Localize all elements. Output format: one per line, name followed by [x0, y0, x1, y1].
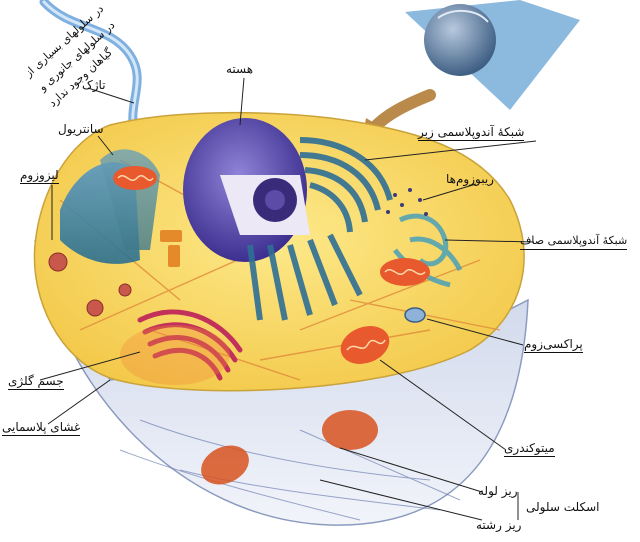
label-golgi: جسم گلژی: [8, 374, 64, 390]
label-microfilament: ریز رشته: [476, 518, 521, 532]
label-mitochondrion: میتوکندری: [504, 441, 555, 457]
label-peroxisome: پراکسی‌زوم: [524, 337, 583, 353]
label-ribosomes: ریبوزوم‌ها: [446, 172, 494, 186]
label-rough-er: شبکهٔ آندوپلاسمی زبر: [418, 125, 524, 141]
label-lysosome: لیزوزوم: [20, 168, 59, 184]
label-nucleus: هسته: [226, 62, 253, 76]
label-flagellum: تاژک: [82, 78, 106, 92]
label-cytoskeleton: اسکلت سلولی: [526, 500, 599, 514]
label-microtubule: ریز لوله: [478, 484, 518, 498]
label-smooth-er: شبکهٔ آندوپلاسمی صاف: [520, 234, 627, 250]
label-centriole: سانتریول: [58, 122, 104, 136]
label-plasma-membrane: غشای پلاسمایی: [2, 420, 80, 436]
